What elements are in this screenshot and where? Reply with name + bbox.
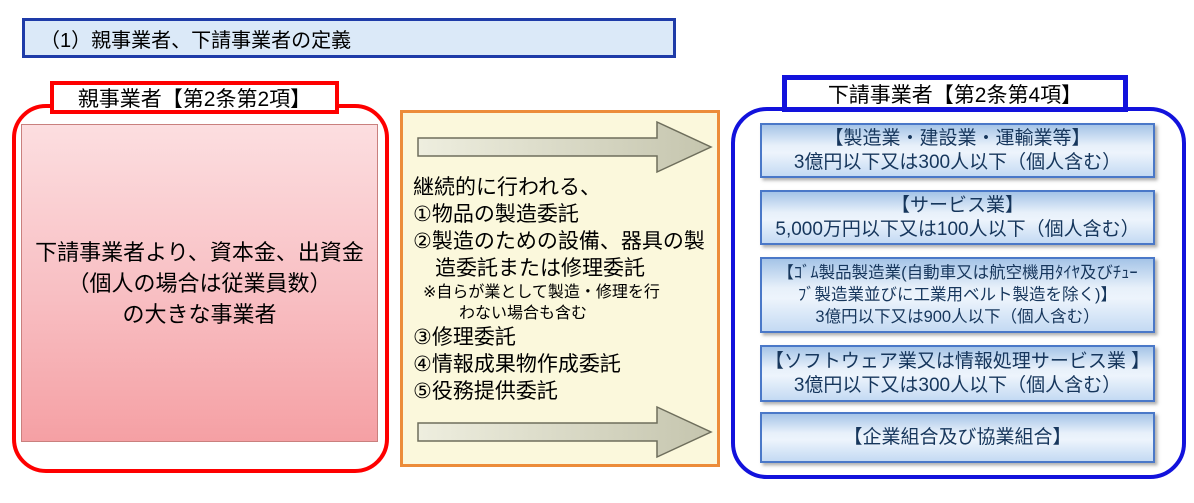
- transaction-types-text: 継続的に行われる、 ①物品の製造委託 ②製造のための設備、器具の製 造委託または…: [409, 174, 711, 405]
- category-line: 5,000万円以下又は100人以下（個人含む）: [775, 218, 1140, 240]
- category-line: 3億円以下又は300人以下（個人含む）: [793, 151, 1122, 173]
- page-title: （1）親事業者、下請事業者の定義: [22, 18, 676, 58]
- parent-operator-label: 親事業者【第2条第2項】: [50, 81, 339, 114]
- transaction-note-line: ※自らが業として製造・修理を行: [423, 284, 660, 301]
- page-title-text: （1）親事業者、下請事業者の定義: [40, 29, 352, 52]
- right-arrow-icon-top: [417, 120, 713, 174]
- parent-description-line: 下請事業者より、資本金、出資金: [35, 239, 364, 265]
- category-line: ﾌﾞ製造業並びに工業用ベルト製造を除く)】: [798, 286, 1117, 304]
- subcontractor-category-service: 【サービス業】 5,000万円以下又は100人以下（個人含む）: [760, 190, 1155, 245]
- category-line: 【ｺﾞﾑ製品製造業(自動車又は航空機用ﾀｲﾔ及びﾁｭｰ: [777, 264, 1138, 282]
- transaction-line: 造委託または修理委託: [435, 257, 645, 280]
- transaction-line: 継続的に行われる、: [413, 176, 601, 199]
- parent-description-line: （個人の場合は従業員数）: [67, 270, 332, 296]
- subcontractor-category-rubber: 【ｺﾞﾑ製品製造業(自動車又は航空機用ﾀｲﾔ及びﾁｭｰ ﾌﾞ製造業並びに工業用ベ…: [760, 257, 1155, 333]
- transaction-line: ③修理委託: [413, 326, 516, 349]
- category-line: 【サービス業】: [890, 194, 1024, 216]
- transaction-line: ②製造のための設備、器具の製: [413, 230, 705, 253]
- category-line: 【ソフトウェア業又は情報処理サービス業 】: [764, 350, 1151, 372]
- transaction-note-line: わない場合も含む: [459, 305, 588, 322]
- subcontractor-label-text: 下請事業者【第2条第4項】: [827, 83, 1083, 107]
- subcontractor-category-cooperative: 【企業組合及び協業組合】: [760, 412, 1155, 463]
- subcontractor-category-software: 【ソフトウェア業又は情報処理サービス業 】 3億円以下又は300人以下（個人含む…: [760, 345, 1155, 402]
- subcontractor-category-manufacturing: 【製造業・建設業・運輸業等】 3億円以下又は300人以下（個人含む）: [760, 123, 1155, 178]
- category-line: 3億円以下又は300人以下（個人含む）: [793, 374, 1122, 396]
- right-arrow-icon-bottom: [417, 405, 713, 459]
- transaction-line: ①物品の製造委託: [413, 203, 579, 226]
- transaction-line: ④情報成果物作成委託: [413, 353, 621, 376]
- transaction-types-panel: 継続的に行われる、 ①物品の製造委託 ②製造のための設備、器具の製 造委託または…: [400, 110, 720, 467]
- parent-description-line: の大きな事業者: [122, 301, 277, 327]
- transaction-line: ⑤役務提供委託: [413, 380, 558, 403]
- parent-operator-description: 下請事業者より、資本金、出資金 （個人の場合は従業員数） の大きな事業者: [21, 124, 378, 442]
- subcontractor-label: 下請事業者【第2条第4項】: [782, 75, 1128, 112]
- category-line: 【製造業・建設業・運輸業等】: [824, 127, 1091, 149]
- category-line: 【企業組合及び協業組合】: [843, 426, 1072, 448]
- parent-operator-label-text: 親事業者【第2条第2項】: [77, 87, 312, 111]
- category-line: 3億円以下又は900人以下（個人含む）: [815, 308, 1100, 326]
